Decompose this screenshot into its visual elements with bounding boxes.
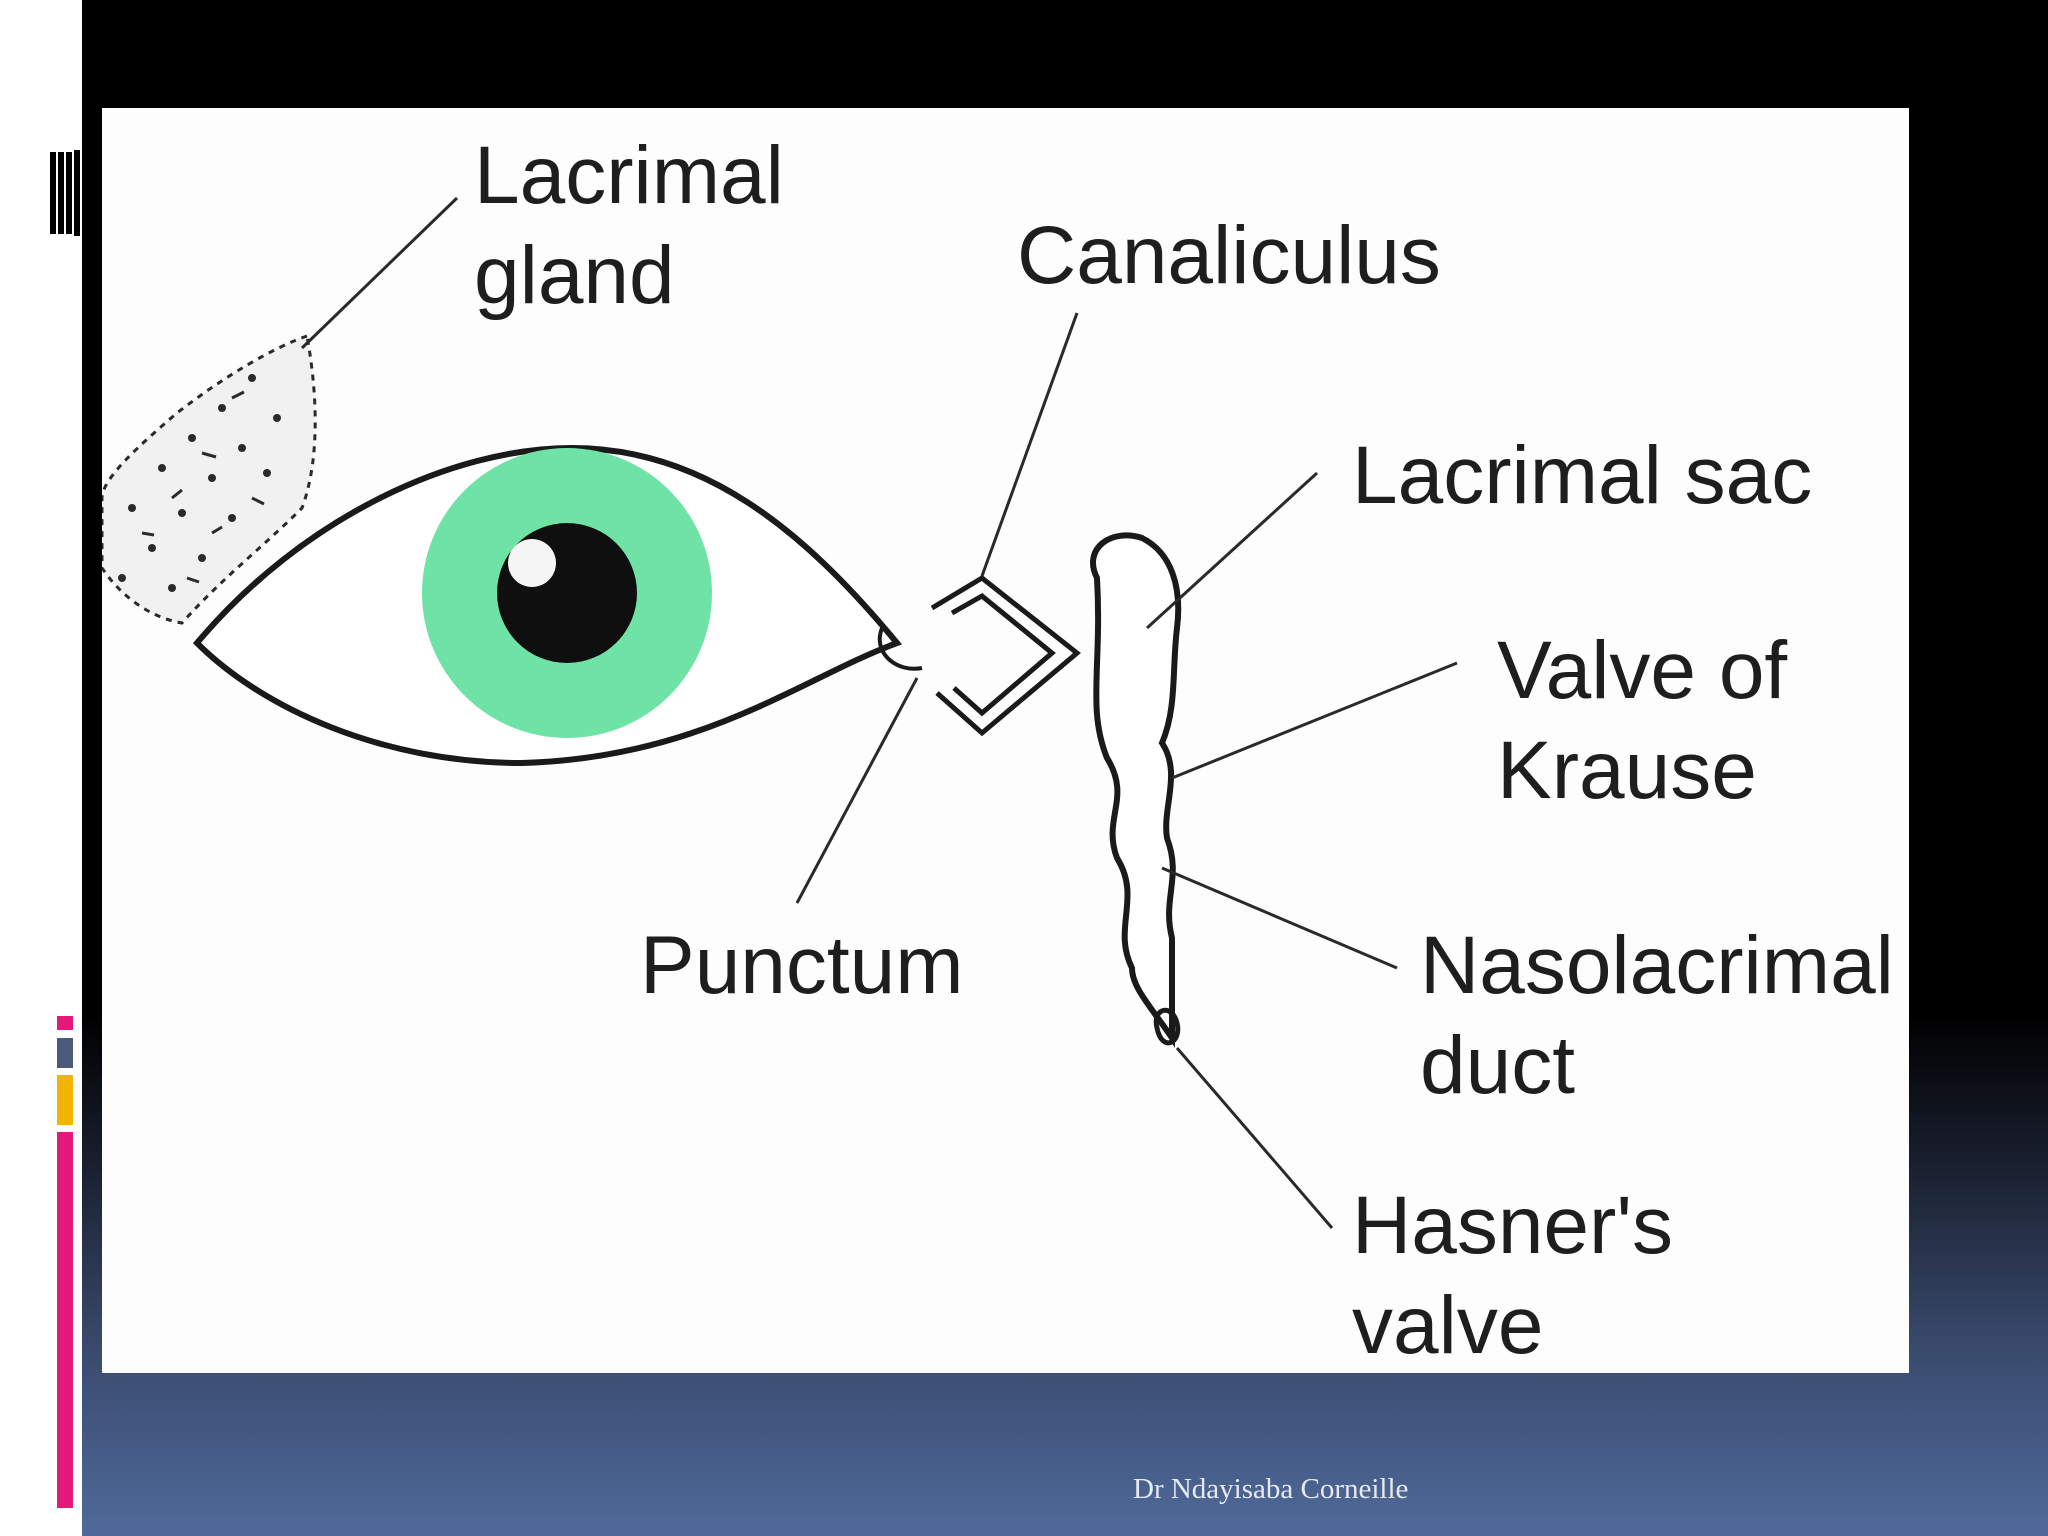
canaliculus-leader-line: [980, 312, 1079, 577]
lacrimal-gland: [102, 334, 317, 625]
hasner-leader-line: [1175, 1047, 1334, 1229]
punctum-leader-line: [795, 677, 919, 904]
label-valve-krause-2: Krause: [1497, 725, 1757, 816]
canaliculus-inner: [950, 592, 1056, 717]
lacrimal-system-diagram: Lacrimal gland Canaliculus Lacrimal sac …: [102, 108, 1909, 1373]
pink-accent-bar: [57, 1132, 73, 1508]
label-canaliculus: Canaliculus: [1017, 210, 1441, 301]
diagram-svg: Lacrimal gland Canaliculus Lacrimal sac …: [102, 130, 1894, 1371]
label-lacrimal-sac: Lacrimal sac: [1352, 430, 1812, 521]
duct-leader-line: [1161, 866, 1398, 970]
punctum-shape: [877, 627, 923, 671]
document-stack-icon: [48, 150, 80, 236]
hasner-valve-shape: [1153, 1008, 1181, 1046]
lacrimal-sac-and-duct: [1090, 532, 1182, 1048]
label-hasner-2: valve: [1352, 1280, 1543, 1371]
gold-accent-bar: [57, 1075, 73, 1125]
footer-author: Dr Ndayisaba Corneille: [1133, 1473, 1409, 1505]
slate-accent-bar: [57, 1038, 73, 1068]
sac-leader-line: [1145, 471, 1319, 630]
label-lacrimal-gland-1: Lacrimal: [474, 130, 784, 221]
label-valve-krause-1: Valve of: [1497, 625, 1787, 716]
label-lacrimal-gland-2: gland: [474, 230, 675, 321]
krause-leader-line: [1171, 661, 1458, 780]
label-nasolacrimal-2: duct: [1420, 1020, 1575, 1111]
canaliculus-outer: [930, 574, 1081, 737]
label-punctum: Punctum: [640, 920, 964, 1011]
gland-leader-line: [300, 196, 459, 350]
label-hasner-1: Hasner's: [1352, 1180, 1673, 1271]
pink-accent-bar-top: [57, 1016, 73, 1030]
label-nasolacrimal-1: Nasolacrimal: [1420, 920, 1894, 1011]
pupil-highlight: [508, 539, 556, 587]
